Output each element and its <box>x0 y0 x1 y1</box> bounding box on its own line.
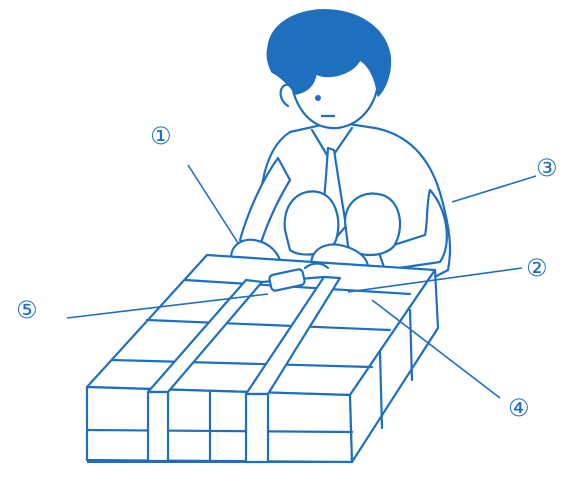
callout-2: ② <box>526 256 548 280</box>
callout-3: ③ <box>536 156 558 180</box>
callout-4: ④ <box>508 396 530 420</box>
person <box>231 10 450 290</box>
callout-1: ① <box>150 124 172 148</box>
leader-line-1 <box>188 165 238 243</box>
callout-5: ⑤ <box>16 298 38 322</box>
right-knee <box>345 194 400 255</box>
eye <box>315 95 321 101</box>
leader-line-3 <box>452 176 536 202</box>
